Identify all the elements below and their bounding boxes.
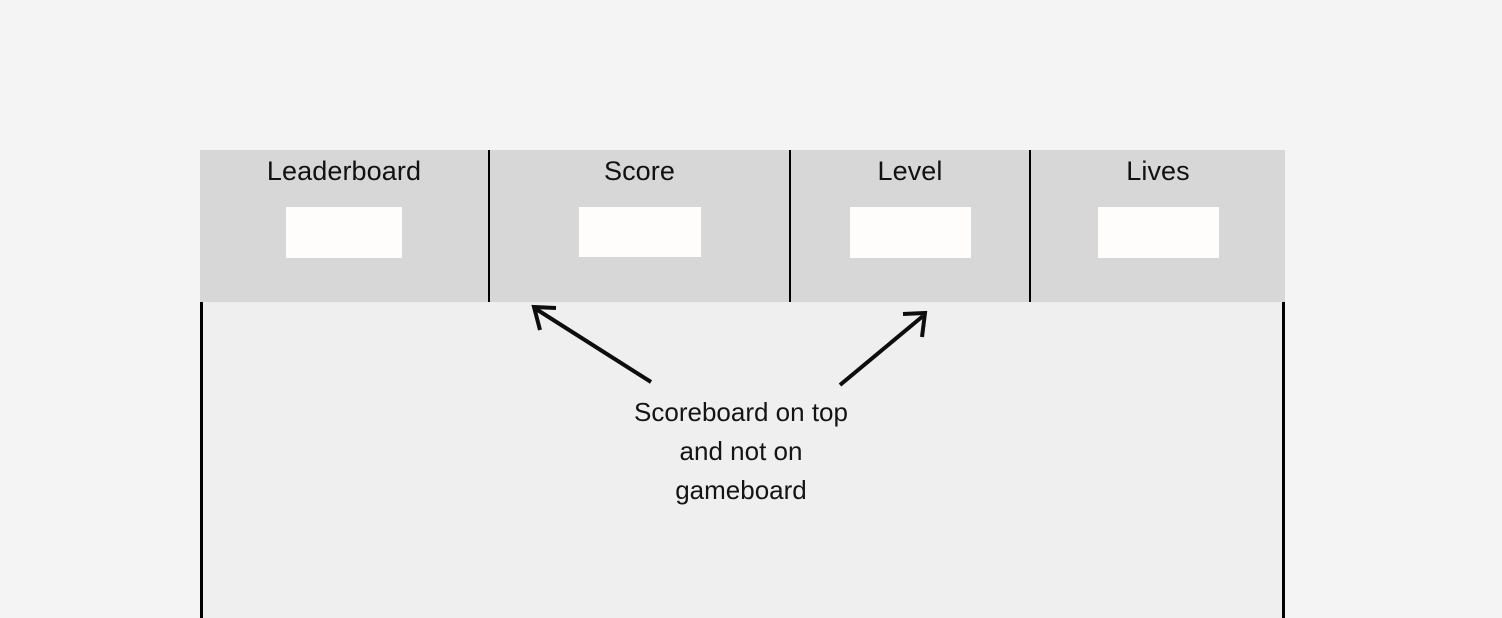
scoreboard: Leaderboard Score Level Lives [200, 150, 1285, 302]
gameboard[interactable] [200, 302, 1285, 618]
annotation-line-2: and not on [679, 436, 803, 466]
annotation-caption: Scoreboard on top and not on gameboard [551, 393, 931, 510]
scoreboard-cell-score[interactable]: Score [490, 150, 791, 302]
lives-value-box[interactable] [1097, 207, 1219, 258]
lives-label: Lives [1126, 156, 1190, 186]
level-label: Level [877, 156, 943, 186]
scoreboard-cell-leaderboard[interactable]: Leaderboard [200, 150, 490, 302]
score-label: Score [603, 156, 676, 186]
leaderboard-label: Leaderboard [266, 156, 422, 186]
annotation-line-1: Scoreboard on top [634, 397, 848, 427]
leaderboard-value-box[interactable] [286, 207, 402, 258]
annotation-line-3: gameboard [675, 475, 807, 505]
score-value-box[interactable] [578, 207, 701, 257]
level-value-box[interactable] [849, 207, 971, 258]
scoreboard-cell-level[interactable]: Level [791, 150, 1031, 302]
scoreboard-cell-lives[interactable]: Lives [1031, 150, 1285, 302]
